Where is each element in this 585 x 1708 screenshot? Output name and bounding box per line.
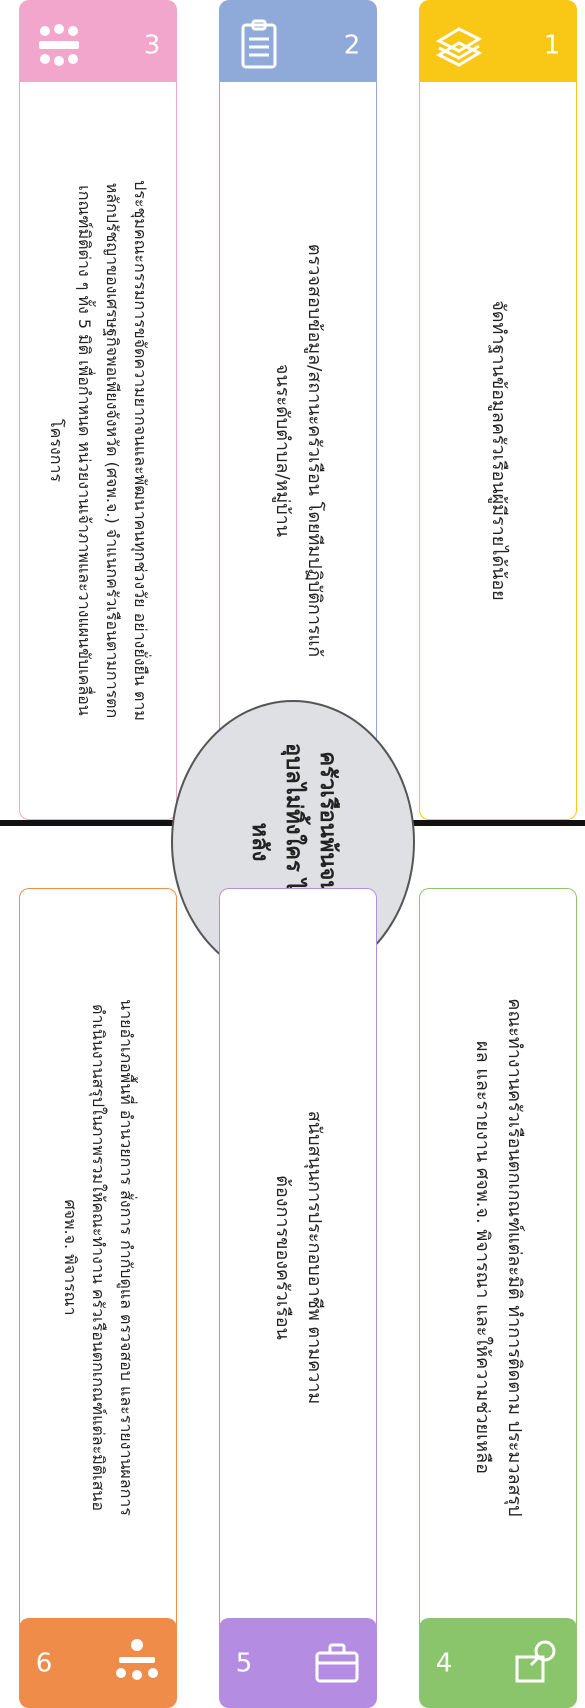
clipboard-icon <box>229 15 289 75</box>
step-1-header: 1 <box>419 0 577 90</box>
step-text: สนับสนุนการประกอบอาชีพ ตามความต้องการของ… <box>272 1110 325 1405</box>
step-card-5: สนับสนุนการประกอบอาชีพ ตามความต้องการของ… <box>217 888 377 1708</box>
briefcase-icon <box>307 1633 367 1693</box>
step-card-2: 2 ตรวจสอบข้อมูล/สถานะครัวเรือน โดยทีมปฏิ… <box>217 0 377 820</box>
step-2-header: 2 <box>219 0 377 90</box>
step-number: 6 <box>35 1647 53 1678</box>
step-3-header: 3 <box>19 0 177 90</box>
books-icon <box>429 15 489 75</box>
step-number: 1 <box>543 29 561 60</box>
step-text: ประชุมคณะกรรมการขจัดความยากจนและพัฒนาคนท… <box>47 180 150 721</box>
step-4-body: คณะทำงานครัวเรือนตกเกณฑ์แต่ละมิติ ทำการต… <box>419 888 577 1626</box>
step-4-header: 4 <box>419 1618 577 1708</box>
step-text: ตรวจสอบข้อมูล/สถานะครัวเรือน โดยทีมปฏิบั… <box>272 243 325 658</box>
step-text: นายอำเภอพื้นที่ อำนวยการ สั่งการ กำกับดู… <box>61 999 136 1516</box>
conference-icon <box>107 1633 167 1693</box>
step-number: 2 <box>343 29 361 60</box>
step-1-body: จัดทำฐานข้อมูลครัวเรือนผู้มีรายได้น้อย <box>419 82 577 820</box>
step-6-header: 6 <box>19 1618 177 1708</box>
step-3-body: ประชุมคณะกรรมการขจัดความยากจนและพัฒนาคนท… <box>19 82 177 820</box>
step-number: 5 <box>235 1647 253 1678</box>
step-6-body: นายอำเภอพื้นที่ อำนวยการ สั่งการ กำกับดู… <box>19 888 177 1626</box>
step-card-6: นายอำเภอพื้นที่ อำนวยการ สั่งการ กำกับดู… <box>17 888 177 1708</box>
step-5-body: สนับสนุนการประกอบอาชีพ ตามความต้องการของ… <box>219 888 377 1626</box>
step-number: 4 <box>435 1647 453 1678</box>
step-text: คณะทำงานครัวเรือนตกเกณฑ์แต่ละมิติ ทำการต… <box>472 998 525 1517</box>
step-number: 3 <box>143 29 161 60</box>
step-5-header: 5 <box>219 1618 377 1708</box>
meeting-icon <box>29 15 89 75</box>
step-card-1: 1 จัดทำฐานข้อมูลครัวเรือนผู้มีรายได้น้อย <box>417 0 577 820</box>
step-text: จัดทำฐานข้อมูลครัวเรือนผู้มีรายได้น้อย <box>488 300 509 601</box>
step-card-4: คณะทำงานครัวเรือนตกเกณฑ์แต่ละมิติ ทำการต… <box>417 888 577 1708</box>
step-card-3: 3 ประชุมคณะกรรมการขจัดความยากจนและพัฒนาค… <box>17 0 177 820</box>
inspect-icon <box>507 1633 567 1693</box>
